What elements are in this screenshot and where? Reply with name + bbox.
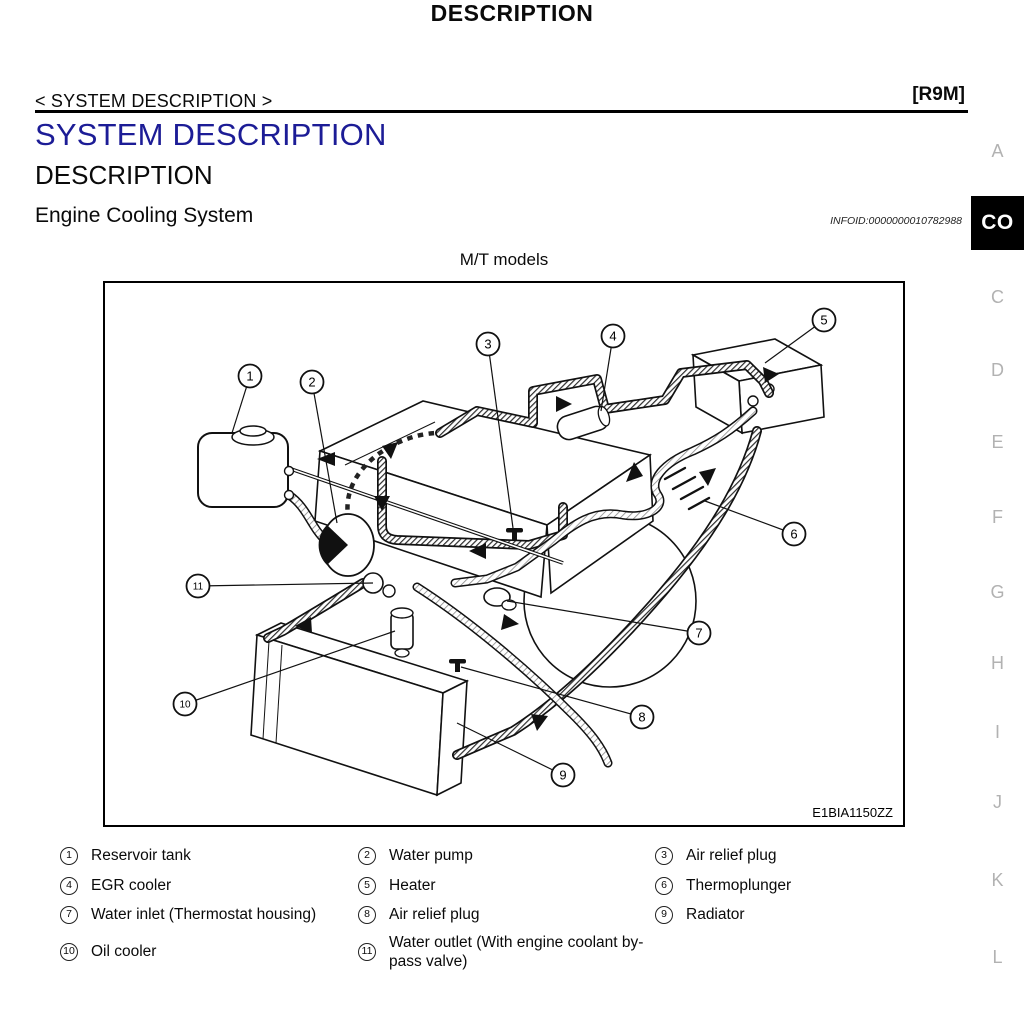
callout-number: 2 (308, 375, 315, 390)
air-relief-plug-8-shape (449, 659, 466, 672)
heater-shape (690, 338, 825, 435)
egr-cooler-shape (556, 405, 611, 441)
figure-id-label: E1BIA1150ZZ (812, 805, 893, 820)
sidebar-letter-D: D (991, 360, 1004, 380)
callout-number: 3 (484, 337, 491, 352)
legend-item: 7 Water inlet (Thermostat housing) (60, 905, 316, 924)
callout-number: 5 (820, 313, 827, 328)
callout-number: 11 (193, 582, 204, 593)
callout-number: 1 (246, 369, 253, 384)
legend-item-number: 4 (60, 876, 78, 895)
sidebar-letter-H: H (991, 653, 1004, 673)
legend-item-label: Heater (389, 877, 436, 894)
callout-3: 3 (475, 331, 501, 357)
engine-front-hose-loop (377, 456, 568, 550)
callout-8: 8 (629, 704, 655, 730)
legend-item-number: 1 (60, 846, 78, 865)
water-outlet-shape (362, 572, 396, 598)
legend-item-label: Air relief plug (389, 906, 480, 923)
callout-number: 7 (695, 626, 702, 641)
radiator-return-hose (452, 426, 762, 760)
legend-item-label: Water inlet (Thermostat housing) (91, 906, 317, 923)
callout-5: 5 (811, 307, 837, 333)
legend-item-label: Radiator (686, 906, 745, 923)
legend-item-number: 9 (655, 905, 673, 924)
page-header-title: DESCRIPTION (430, 0, 594, 26)
bypass-flow-dashed-path (345, 430, 440, 543)
reservoir-tank-shape (197, 425, 295, 508)
legend-item-number: 8 (358, 905, 376, 924)
reservoir-overflow-pipe (290, 467, 564, 565)
sidebar-letter-F: F (992, 507, 1003, 527)
legend-item-label: EGR cooler (91, 877, 172, 894)
callout-1: 1 (237, 363, 263, 389)
legend-item-number: 11 (358, 943, 376, 961)
radiator-shape (250, 622, 470, 797)
callout-4: 4 (600, 323, 626, 349)
breadcrumb: < SYSTEM DESCRIPTION > (35, 91, 273, 111)
subsection-title: DESCRIPTION (35, 160, 213, 190)
engine-block-shape (314, 400, 654, 599)
water-pump-shape (318, 513, 375, 577)
legend-item: 9 Radiator (655, 905, 745, 924)
callout-11: 11 (185, 573, 211, 599)
legend-item-number: 6 (655, 876, 673, 895)
legend-item: 10 Oil cooler (60, 931, 156, 973)
cooling-system-diagram-svg: 1 2 3 4 5 6 7 8 9 10 11 E1BIA1150ZZ (172, 307, 893, 820)
sidebar-letter-G: G (990, 582, 1005, 602)
callout-number: 10 (179, 700, 191, 711)
air-relief-plug-3-shape (506, 528, 523, 541)
callout-number: 6 (790, 527, 797, 542)
sidebar-letter-E: E (991, 432, 1004, 452)
legend-item-number: 3 (655, 846, 673, 865)
legend-item: 11 Water outlet (With engine coolant by-p… (358, 931, 661, 973)
radiator-inlet-hose (263, 578, 368, 643)
section-title: SYSTEM DESCRIPTION (35, 117, 387, 152)
callout-10: 10 (172, 691, 198, 717)
legend-item-label: Oil cooler (91, 943, 157, 961)
sidebar-letter-L: L (992, 947, 1003, 967)
callout-6: 6 (781, 521, 807, 547)
legend-item: 3 Air relief plug (655, 846, 776, 865)
model-code-badge: [R9M] (912, 84, 965, 105)
legend-item-number: 2 (358, 846, 376, 865)
sidebar-letter-J: J (993, 792, 1002, 812)
legend-item: 6 Thermoplunger (655, 876, 791, 895)
thermoplunger-shape (663, 466, 711, 511)
legend-item-number: 5 (358, 876, 376, 895)
sidebar-letter-A: A (991, 141, 1004, 161)
legend-item: 8 Air relief plug (358, 905, 479, 924)
thermostat-housing-shape (483, 587, 517, 611)
legend-item-label: Air relief plug (686, 847, 777, 864)
heater-return-hose (450, 406, 758, 588)
legend-item: 2 Water pump (358, 846, 473, 865)
legend-item: 5 Heater (358, 876, 436, 895)
legend-item-label: Water outlet (With engine coolant by-pas… (389, 933, 644, 970)
callout-number: 8 (638, 710, 645, 725)
legend-item-label: Water pump (389, 847, 473, 864)
callout-leaders (184, 319, 825, 776)
figure-caption: M/T models (459, 250, 549, 269)
legend-item-number: 10 (60, 943, 78, 961)
legend-item: 4 EGR cooler (60, 876, 171, 895)
oil-cooler-shape (390, 607, 414, 658)
infoid-label: INFOID:0000000010782988 (830, 215, 962, 227)
sidebar-letter-I: I (994, 722, 1000, 742)
callout-2: 2 (299, 369, 325, 395)
legend-item: 1 Reservoir tank (60, 846, 191, 865)
callout-7: 7 (686, 620, 712, 646)
legend-item-label: Thermoplunger (686, 877, 792, 894)
callouts: 1 2 3 4 5 6 7 8 9 10 11 (172, 307, 837, 788)
legend-item-number: 7 (60, 905, 78, 924)
topic-title: Engine Cooling System (35, 204, 254, 227)
sidebar-letter-C: C (991, 287, 1004, 307)
sidebar-letter-K: K (991, 870, 1004, 890)
header-rule (35, 110, 968, 113)
legend-item-label: Reservoir tank (91, 847, 191, 864)
callout-number: 9 (559, 768, 566, 783)
callout-9: 9 (550, 762, 576, 788)
cooling-system-diagram: 1 2 3 4 5 6 7 8 9 10 11 E1BIA1150ZZ (103, 281, 905, 827)
callout-number: 4 (609, 329, 616, 344)
sidebar-tab-CO[interactable]: CO (971, 196, 1024, 250)
